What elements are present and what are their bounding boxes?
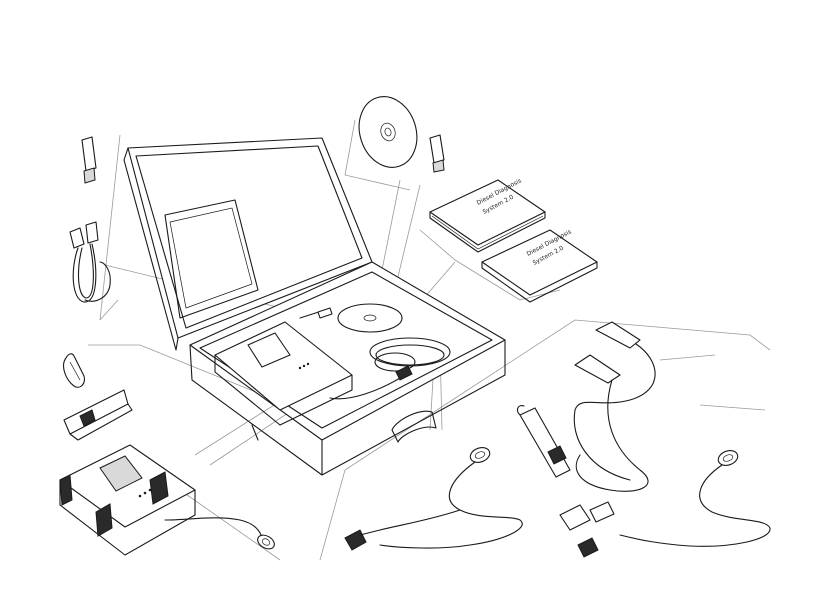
- software-cd: [358, 96, 418, 168]
- manual-booklet-2: Diesel Diagnosis System 2.0: [481, 228, 598, 303]
- manual-booklet-1: Diesel Diagnosis System 2.0: [429, 177, 546, 253]
- usb-stick-right: [429, 134, 445, 173]
- adapter-cable: [516, 405, 571, 478]
- diagnostic-cable-b: [559, 450, 771, 558]
- usb-cable: [69, 221, 111, 303]
- usb-stick-left: [81, 136, 97, 184]
- carrying-strap: [63, 389, 133, 441]
- carabiner: [63, 353, 85, 388]
- diagnostic-cable-a: [344, 447, 523, 551]
- diagnostic-device: [59, 444, 275, 556]
- battery-clamp-cable: [573, 321, 656, 492]
- carrying-case: [123, 137, 506, 476]
